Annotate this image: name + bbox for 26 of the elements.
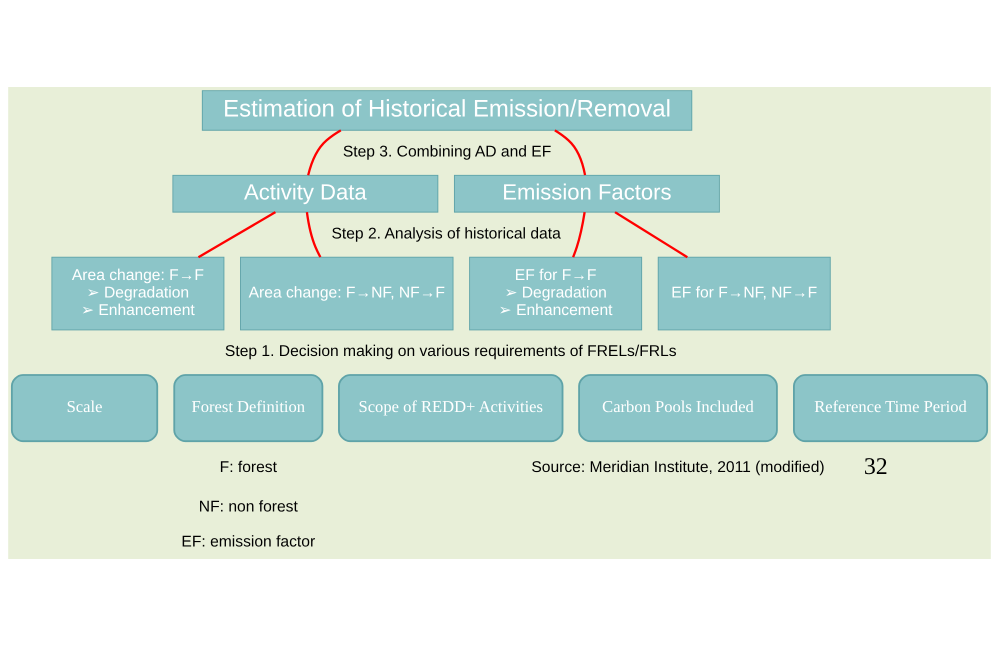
node-box: Activity Data [172, 174, 438, 212]
node-box: Area change: F→NF, NF→F [240, 256, 454, 330]
label: Source: Meridian Institute, 2011 (modified) [531, 458, 825, 476]
label: NF: non forest [198, 498, 298, 516]
node-box: Scale [10, 374, 158, 442]
connector [554, 128, 586, 175]
node-box: Estimation of Historical Emission/Removal [202, 90, 692, 130]
node-box: Emission Factors [454, 174, 720, 212]
label: Step 2. Analysis of historical data [331, 224, 561, 242]
label: Step 1. Decision making on various requirements of FRELs/FRLs [224, 342, 677, 360]
node-box: Carbon Pools Included [578, 374, 778, 442]
node-box: Scope of REDD+ Activities [338, 374, 564, 442]
node-box: Reference Time Period [793, 374, 988, 442]
label: EF: emission factor [181, 533, 316, 550]
connector [614, 210, 688, 258]
node-box: Area change: F→F ➢ Degradation ➢ Enhancement [51, 256, 224, 330]
node-box: EF for F→F ➢ Degradation ➢ Enhancement [469, 256, 642, 330]
connector [572, 211, 586, 258]
node-box: Forest Definition [173, 374, 324, 442]
node-box: EF for F→NF, NF→F [658, 256, 831, 330]
label: F: forest [220, 458, 277, 476]
connector [307, 128, 342, 176]
connector [198, 210, 276, 258]
connector [306, 212, 322, 258]
label: 32 [864, 454, 888, 480]
label: Step 3. Combining AD and EF [342, 143, 552, 160]
